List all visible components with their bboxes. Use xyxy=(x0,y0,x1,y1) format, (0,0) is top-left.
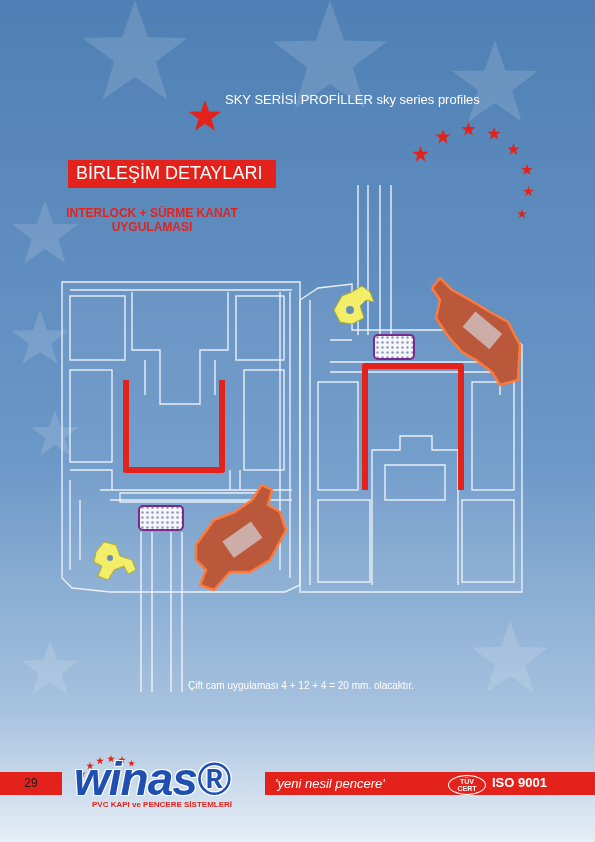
node-text: 29 xyxy=(4,776,58,790)
iso-mark: ISO 9001 xyxy=(492,775,587,791)
caption-text: Çift cam uygulaması 4 + 12 + 4 = 20 mm. … xyxy=(188,680,488,692)
logo-wordmark: winas® xyxy=(74,752,259,807)
logo-wordmark-text: winas® xyxy=(74,752,259,807)
certification-mark: TÜV CERT xyxy=(448,775,486,795)
left-profile xyxy=(62,282,300,592)
application-note: INTERLOCK + SÜRME KANAT UYGULAMASI xyxy=(63,206,241,235)
caption: Çift cam uygulaması 4 + 12 + 4 = 20 mm. … xyxy=(188,680,488,692)
gasket xyxy=(94,286,374,580)
page-title: SKY SERİSİ PROFİLLER sky series profiles xyxy=(225,92,515,108)
right-profile xyxy=(300,284,522,592)
glazing-block xyxy=(139,335,414,530)
application-note-text: INTERLOCK + SÜRME KANAT UYGULAMASI xyxy=(63,206,241,235)
page-number-band: 29 xyxy=(0,772,62,795)
glass-panes xyxy=(141,185,391,692)
title-band: BİRLEŞİM DETAYLARI xyxy=(68,160,276,188)
steel-reinforcement xyxy=(126,366,461,490)
certification-mark-text: TÜV CERT xyxy=(450,778,484,792)
page-title-text: SKY SERİSİ PROFİLLER sky series profiles xyxy=(225,92,515,108)
logo-subtitle: PVC KAPI ve PENCERE SİSTEMLERİ xyxy=(62,800,262,810)
glazing-bead xyxy=(196,278,520,590)
bead-chamber xyxy=(222,311,502,558)
background-stars xyxy=(11,0,548,694)
logo-subtitle-text: PVC KAPI ve PENCERE SİSTEMLERİ xyxy=(62,800,262,810)
node-text: BİRLEŞİM DETAYLARI xyxy=(76,163,268,185)
iso-mark-text: ISO 9001 xyxy=(492,775,587,791)
